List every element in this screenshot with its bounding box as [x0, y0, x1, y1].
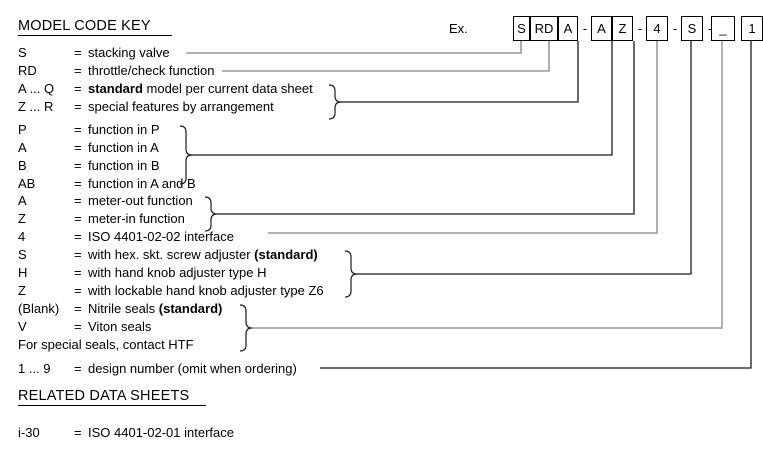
- legend-description: function in A: [88, 140, 159, 155]
- page-title-model-code-key: MODEL CODE KEY: [18, 18, 172, 36]
- related-title-text: RELATED DATA SHEETS: [18, 388, 190, 404]
- legend-row: Z = with lockable hand knob adjuster type …: [0, 282, 520, 300]
- legend-description: standard model per current data sheet: [88, 81, 313, 96]
- legend-code: B: [18, 158, 27, 173]
- legend-equals: =: [74, 45, 82, 60]
- legend-code: S: [18, 45, 27, 60]
- legend-equals: =: [74, 63, 82, 78]
- related-row: i-30 = ISO 4401-02-01 interface: [0, 424, 520, 442]
- legend-code: RD: [18, 63, 37, 78]
- legend-code: Z: [18, 211, 26, 226]
- legend-row: P = function in P: [0, 121, 520, 139]
- legend-equals: =: [74, 122, 82, 137]
- legend-code: P: [18, 122, 27, 137]
- legend-equals: =: [74, 265, 82, 280]
- code-box: A: [558, 16, 578, 41]
- legend-row: A = meter-out function: [0, 192, 520, 210]
- legend-code: A: [18, 193, 27, 208]
- code-separator: -: [582, 21, 588, 36]
- legend-code: 4: [18, 229, 26, 244]
- legend-description: meter-out function: [88, 193, 193, 208]
- legend-description: ISO 4401-02-02 interface: [88, 229, 234, 244]
- legend-row: 4 = ISO 4401-02-02 interface: [0, 228, 520, 246]
- related-code: i-30: [18, 425, 40, 440]
- legend-row: A = function in A: [0, 139, 520, 157]
- legend-code: V: [18, 319, 27, 334]
- legend-code: S: [18, 247, 27, 262]
- legend-equals: =: [74, 211, 82, 226]
- legend-row: AB = function in A and B: [0, 175, 520, 193]
- legend-row: RD = throttle/check function: [0, 62, 520, 80]
- code-box: A: [591, 16, 612, 41]
- related-description: ISO 4401-02-01 interface: [88, 425, 234, 440]
- title-underline: [18, 35, 172, 36]
- legend-equals: =: [74, 361, 82, 376]
- code-box: _: [711, 16, 735, 41]
- legend-code: AB: [18, 176, 36, 191]
- legend-description: with hand knob adjuster type H: [88, 265, 267, 280]
- legend-equals: =: [74, 301, 82, 316]
- code-separator: -: [637, 21, 643, 36]
- example-label: Ex.: [449, 21, 468, 36]
- section-title-related-data-sheets: RELATED DATA SHEETS: [18, 388, 206, 406]
- legend-equals: =: [74, 229, 82, 244]
- code-box: S: [681, 16, 703, 41]
- legend-equals: =: [74, 176, 82, 191]
- legend-code: Z: [18, 283, 26, 298]
- legend-row: (Blank) = Nitrile seals (standard): [0, 300, 520, 318]
- legend-row: For special seals, contact HTF: [0, 336, 520, 354]
- legend-code: 1 ... 9: [18, 361, 51, 376]
- legend-row: S = with hex. skt. screw adjuster (standar…: [0, 246, 520, 264]
- legend-description: with lockable hand knob adjuster type Z6: [88, 283, 324, 298]
- legend-equals: =: [74, 193, 82, 208]
- legend-row: Z ... R = special features by arrangement: [0, 98, 520, 116]
- legend-equals: =: [74, 283, 82, 298]
- legend-row: H = with hand knob adjuster type H: [0, 264, 520, 282]
- legend-equals: =: [74, 140, 82, 155]
- legend-description: special features by arrangement: [88, 99, 274, 114]
- legend-description: Nitrile seals (standard): [88, 301, 223, 316]
- legend-row: V = Viton seals: [0, 318, 520, 336]
- legend-equals: =: [74, 99, 82, 114]
- legend-equals: =: [74, 319, 82, 334]
- legend-equals: =: [74, 247, 82, 262]
- legend-row: 1 ... 9 = design number (omit when orderin…: [0, 360, 520, 378]
- legend-description: function in B: [88, 158, 160, 173]
- legend-description: stacking valve: [88, 45, 170, 60]
- legend-code: A ... Q: [18, 81, 55, 96]
- legend-equals: =: [74, 158, 82, 173]
- related-title-underline: [18, 405, 206, 406]
- code-box: RD: [530, 16, 558, 41]
- code-box: 4: [646, 16, 668, 41]
- code-box: 1: [741, 16, 763, 41]
- legend-code: H: [18, 265, 28, 280]
- page-title-text: MODEL CODE KEY: [18, 18, 151, 34]
- code-box: Z: [612, 16, 633, 41]
- legend-row: A ... Q = standard model per current data …: [0, 80, 520, 98]
- legend-description: with hex. skt. screw adjuster (standard): [88, 247, 318, 262]
- code-box: S: [513, 16, 530, 41]
- legend-description: function in A and B: [88, 176, 196, 191]
- legend-description: design number (omit when ordering): [88, 361, 297, 376]
- legend-row: S = stacking valve: [0, 44, 520, 62]
- legend-code: Z ... R: [18, 99, 54, 114]
- legend-description: function in P: [88, 122, 160, 137]
- legend-description: For special seals, contact HTF: [18, 337, 194, 352]
- legend-description: Viton seals: [88, 319, 152, 334]
- related-equals: =: [74, 425, 82, 440]
- legend-row: Z = meter-in function: [0, 210, 520, 228]
- legend-description: meter-in function: [88, 211, 185, 226]
- legend-code: A: [18, 140, 27, 155]
- legend-equals: =: [74, 81, 82, 96]
- legend-row: B = function in B: [0, 157, 520, 175]
- legend-description: throttle/check function: [88, 63, 215, 78]
- code-separator: -: [672, 21, 678, 36]
- code-separator: -: [707, 21, 713, 36]
- legend-code: (Blank): [18, 301, 60, 316]
